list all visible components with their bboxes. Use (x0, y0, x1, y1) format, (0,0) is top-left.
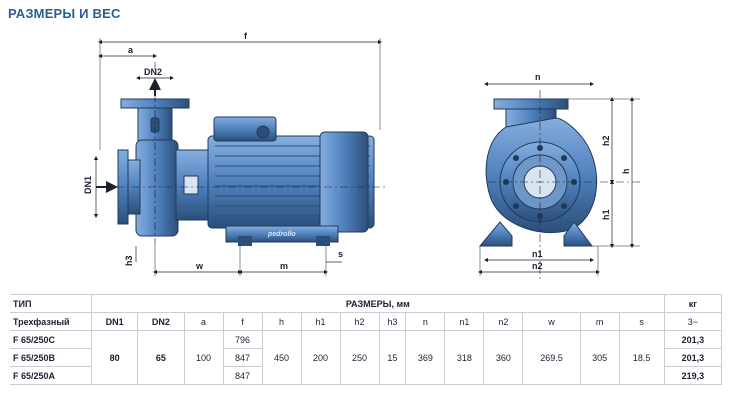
col-header: h3 (378, 312, 407, 331)
f-value: 847 (222, 348, 263, 367)
dim-h-label: h (621, 169, 631, 175)
col-header: DN2 (137, 312, 185, 331)
dim-dn2-label: DN2 (144, 67, 162, 77)
weight-value: 201,3 (663, 348, 723, 367)
h2-value: 250 (339, 330, 380, 385)
col-header: m (579, 312, 620, 331)
dim-h1-label: h1 (601, 209, 611, 220)
col-header: n2 (483, 312, 524, 331)
col-header: DN1 (90, 312, 139, 331)
col-header: f (222, 312, 263, 331)
dim-f-label: f (244, 31, 248, 41)
a-value: 100 (183, 330, 224, 385)
brand-logo: pedrollo (267, 231, 296, 238)
f-value: 847 (222, 366, 263, 385)
col-header: h2 (339, 312, 380, 331)
weight-value: 201,3 (663, 330, 723, 349)
table-row: F 65/250C 80 65 100 796 450 200 250 15 3… (10, 330, 723, 385)
f-value: 796 (222, 330, 263, 349)
dim-n1-label: n1 (532, 249, 543, 259)
front-view: n h2 h1 h n1 n2 (477, 72, 640, 282)
dim-m-label: m (280, 261, 288, 271)
col-header: s (618, 312, 665, 331)
n-value: 369 (405, 330, 446, 385)
phase-header: Трехфазный (10, 312, 92, 331)
h1-value: 200 (300, 330, 341, 385)
dim-s-label: s (338, 249, 343, 259)
dim-h2-label: h2 (601, 135, 611, 146)
m-value: 305 (579, 330, 620, 385)
h3-value: 15 (378, 330, 407, 385)
col-header: w (522, 312, 581, 331)
col-header: h (261, 312, 302, 331)
weight-value: 219,3 (663, 366, 723, 385)
col-header: n1 (444, 312, 485, 331)
type-header: ТИП (10, 294, 92, 313)
dim-h3-label: h3 (124, 255, 134, 266)
table-row: F 65/250A 847 219,3 (10, 366, 723, 385)
model-name: F 65/250A (10, 366, 92, 385)
col-header: a (183, 312, 224, 331)
dim-n2-label: n2 (532, 261, 543, 271)
s-value: 18.5 (618, 330, 665, 385)
page-title: РАЗМЕРЫ И ВЕС (8, 6, 121, 21)
model-name: F 65/250B (10, 348, 92, 367)
n1-value: 318 (444, 330, 485, 385)
col-header: h1 (300, 312, 341, 331)
dimensions-header: РАЗМЕРЫ, мм (91, 294, 665, 313)
col-header: n (405, 312, 446, 331)
table-header-row-2: Трехфазный DN1 DN2 a f h h1 h2 h3 n n1 n… (10, 312, 723, 331)
dim-n-label: n (535, 72, 541, 82)
w-value: 269.5 (522, 330, 581, 385)
h-value: 450 (261, 330, 302, 385)
dn2-value: 65 (137, 330, 185, 385)
dim-w-label: w (195, 261, 204, 271)
weight-sub-header: 3~ (663, 312, 723, 331)
table-row: F 65/250B 847 201,3 (10, 348, 723, 367)
dim-dn1-label: DN1 (83, 176, 93, 194)
dn1-value: 80 (90, 330, 139, 385)
dimensions-table: ТИП РАЗМЕРЫ, мм кг Трехфазный DN1 DN2 a … (10, 294, 723, 385)
dim-a-label: a (128, 45, 134, 55)
side-view: pedrollo f a DN2 DN1 h3 w m (83, 31, 386, 276)
n2-value: 360 (483, 330, 524, 385)
table-header-row-1: ТИП РАЗМЕРЫ, мм кг (10, 294, 723, 313)
model-name: F 65/250C (10, 330, 92, 349)
pump-dimension-drawing: pedrollo f a DN2 DN1 h3 w m (83, 31, 640, 282)
weight-header: кг (663, 294, 723, 313)
